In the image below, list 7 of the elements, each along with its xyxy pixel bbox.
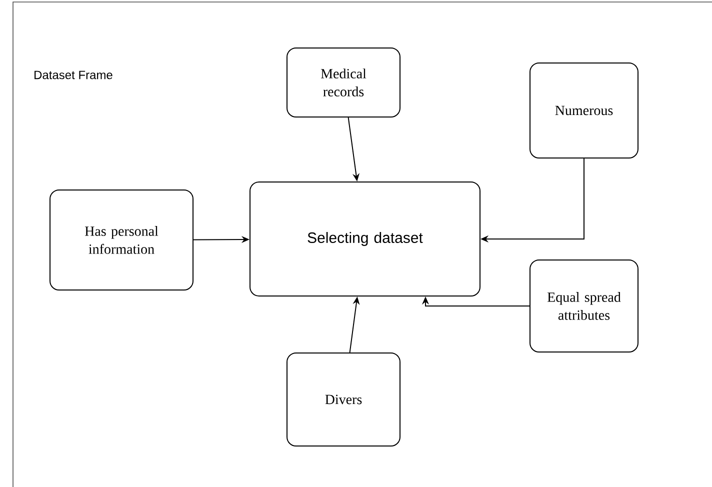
criterion-box: Has personal information (50, 190, 194, 290)
criterion-box: Equal spread attributes (530, 260, 638, 352)
frame-title: Dataset Frame (34, 70, 112, 80)
criterion-box: Medical records (286, 48, 400, 118)
criterion-box: Divers (286, 352, 400, 446)
process-box: Selecting dataset (250, 182, 480, 296)
criterion-box: Numerous (530, 62, 638, 158)
